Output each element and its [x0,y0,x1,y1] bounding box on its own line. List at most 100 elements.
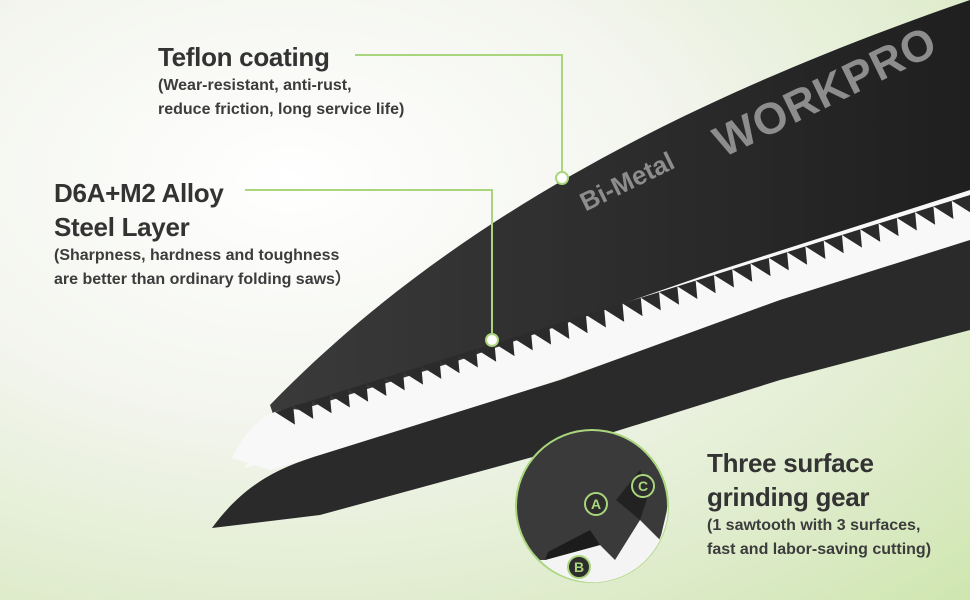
grinding-gear-title-line-1: Three surface [707,448,874,478]
gear-badge-b: B [567,555,591,579]
upper-saw-teeth [275,195,970,425]
saw-tooth [604,303,625,322]
saw-tooth [896,212,917,231]
saw-tooth [861,250,880,270]
saw-tooth [390,401,409,422]
saw-tooth [444,384,463,404]
steel-layer-title-line-1: D6A+M2 Alloy [54,178,224,208]
steel-callout-line [245,189,493,336]
saw-tooth [512,332,533,351]
steel-layer-desc-line-1: (Sharpness, hardness and toughness [54,247,340,264]
saw-tooth [329,389,350,408]
saw-tooth [426,389,445,410]
saw-tooth [643,319,662,340]
steel-layer-desc-line-2: are better than ordinary folding saws） [54,271,351,288]
saw-tooth [498,366,517,387]
saw-tooth [915,232,934,253]
saw-tooth [607,331,626,352]
saw-tooth [878,217,899,237]
teflon-callout-line [355,54,563,175]
saw-tooth [476,343,497,362]
saw-tooth [843,255,862,276]
saw-tooth [897,238,916,259]
saw-tooth [245,448,264,468]
saw-tooth [933,226,952,247]
lower-saw-teeth [245,220,970,468]
saw-tooth [366,377,387,397]
saw-tooth [281,436,300,457]
saw-tooth [841,229,862,248]
saw-tooth [788,273,807,294]
saw-tooth [348,383,369,402]
saw-tooth [371,407,390,428]
saw-tooth [860,223,881,242]
saw-tooth [879,244,898,265]
saw-tooth [951,195,970,213]
saw-tooth [293,400,314,419]
gear-badge-a: A [584,492,608,516]
grinding-gear-desc-line-2: fast and labor-saving cutting) [707,541,932,558]
saw-tooth [750,257,771,277]
saw-tooth [408,395,427,416]
saw-tooth [806,267,825,288]
saw-tooth [951,220,970,241]
saw-tooth [589,337,608,358]
saw-tooth [317,424,336,445]
saw-tooth [462,378,481,399]
saw-tooth [732,263,753,282]
saw-tooth [768,252,789,271]
saw-tooth [661,314,680,335]
saw-tooth [403,366,424,385]
saw-tooth [384,372,405,391]
saw-tooth [716,296,735,317]
teflon-blade-layer [270,0,970,420]
saw-tooth [439,354,460,374]
saw-tooth [494,337,515,357]
saw-tooth [752,285,771,305]
saw-tooth [353,413,372,434]
saw-tooth [311,394,332,414]
steel-layer-title-line-2: Steel Layer [54,212,190,242]
saw-tooth [680,308,699,329]
saw-tooth [263,442,282,463]
saw-tooth [640,292,661,311]
saw-tooth [823,234,844,254]
gear-badge-c: C [631,474,655,498]
saw-tooth [457,349,478,368]
saw-tooth [770,279,789,300]
teflon-callout-dot [555,171,569,185]
saw-tooth [698,302,717,323]
saw-tooth [571,343,590,364]
grinding-gear-label: Three surface grinding gear (1 sawtooth … [707,446,931,562]
saw-tooth [275,406,295,425]
saw-tooth [567,314,588,334]
saw-tooth [516,360,535,381]
saw-tooth [531,326,552,345]
saw-tooth [421,360,442,379]
saw-tooth [535,354,554,375]
saw-tooth [713,269,734,288]
steel-callout-dot [485,333,499,347]
saw-tooth [915,206,936,225]
saw-tooth [659,286,680,305]
saw-tooth [677,280,698,299]
saw-tooth [734,290,753,311]
saw-tooth [622,297,643,317]
grinding-gear-title-line-2: grinding gear [707,482,870,512]
teflon-coating-desc-line-2: reduce friction, long service life) [158,101,405,118]
saw-tooth [335,418,354,439]
saw-tooth [480,372,499,393]
saw-tooth [553,349,572,369]
steel-layer-label: D6A+M2 Alloy Steel Layer (Sharpness, har… [54,176,351,292]
teflon-coating-label: Teflon coating (Wear-resistant, anti-rus… [158,40,404,122]
saw-tooth [695,274,716,294]
saw-tooth [625,325,644,346]
saw-tooth [787,246,808,265]
saw-tooth [933,200,954,220]
teflon-coating-desc-line-1: (Wear-resistant, anti-rust, [158,77,352,94]
grinding-gear-desc-line-1: (1 sawtooth with 3 surfaces, [707,517,921,534]
saw-tooth [585,309,606,328]
lower-blade-layer [212,240,970,528]
saw-tooth [825,261,844,282]
